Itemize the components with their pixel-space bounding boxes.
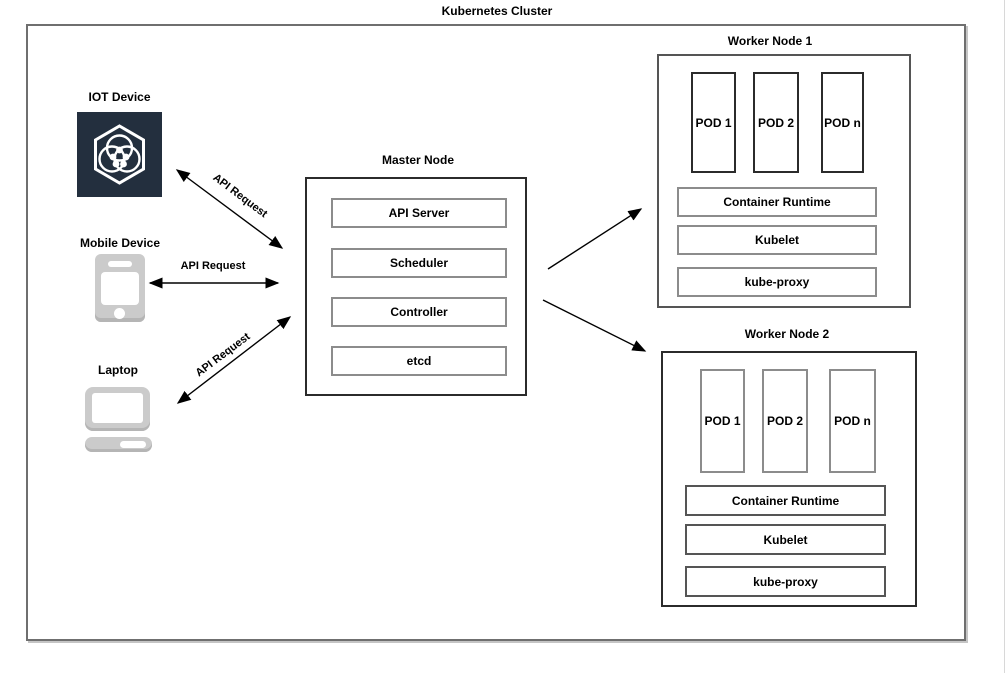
controller-box: Controller (331, 297, 507, 327)
phone-speaker-slot (108, 261, 132, 267)
laptop-base (85, 437, 152, 452)
laptop-screen-inner (92, 393, 143, 423)
master-node-label: Master Node (381, 153, 455, 167)
container-runtime-box: Container Runtime (685, 485, 886, 516)
mobile-device-label: Mobile Device (79, 236, 161, 250)
laptop-label: Laptop (98, 363, 138, 377)
scheduler-box: Scheduler (331, 248, 507, 278)
pod-box: POD 1 (691, 72, 736, 173)
master-node-box: API Server Scheduler Controller etcd (305, 177, 527, 396)
cluster-boundary-box (26, 24, 966, 641)
api-server-box: API Server (331, 198, 507, 228)
worker-node-1-box: POD 1 POD 2 POD n Container Runtime Kube… (657, 54, 911, 308)
pod-box: POD 1 (700, 369, 745, 473)
diagram-title: Kubernetes Cluster (441, 4, 553, 18)
phone-home-button (114, 308, 125, 319)
pod-box: POD 2 (753, 72, 799, 173)
pod-box: POD n (829, 369, 876, 473)
worker-node-2-label: Worker Node 2 (744, 327, 830, 341)
etcd-box: etcd (331, 346, 507, 376)
worker-node-2-box: POD 1 POD 2 POD n Container Runtime Kube… (661, 351, 917, 607)
iot-device-icon (77, 112, 162, 197)
pod-box: POD 2 (762, 369, 808, 473)
phone-screen (101, 272, 139, 305)
pod-box: POD n (821, 72, 864, 173)
iot-device-label: IOT Device (88, 90, 151, 104)
api-request-label-mobile: API Request (180, 260, 246, 272)
laptop-icon (85, 387, 152, 453)
container-runtime-box: Container Runtime (677, 187, 877, 217)
worker-node-1-label: Worker Node 1 (727, 34, 813, 48)
kube-proxy-box: kube-proxy (685, 566, 886, 597)
kubelet-box: Kubelet (677, 225, 877, 255)
canvas-right-edge (1004, 0, 1005, 673)
laptop-touchpad (120, 441, 146, 448)
smartphone-icon (95, 254, 145, 322)
kubelet-box: Kubelet (685, 524, 886, 555)
kube-proxy-box: kube-proxy (677, 267, 877, 297)
